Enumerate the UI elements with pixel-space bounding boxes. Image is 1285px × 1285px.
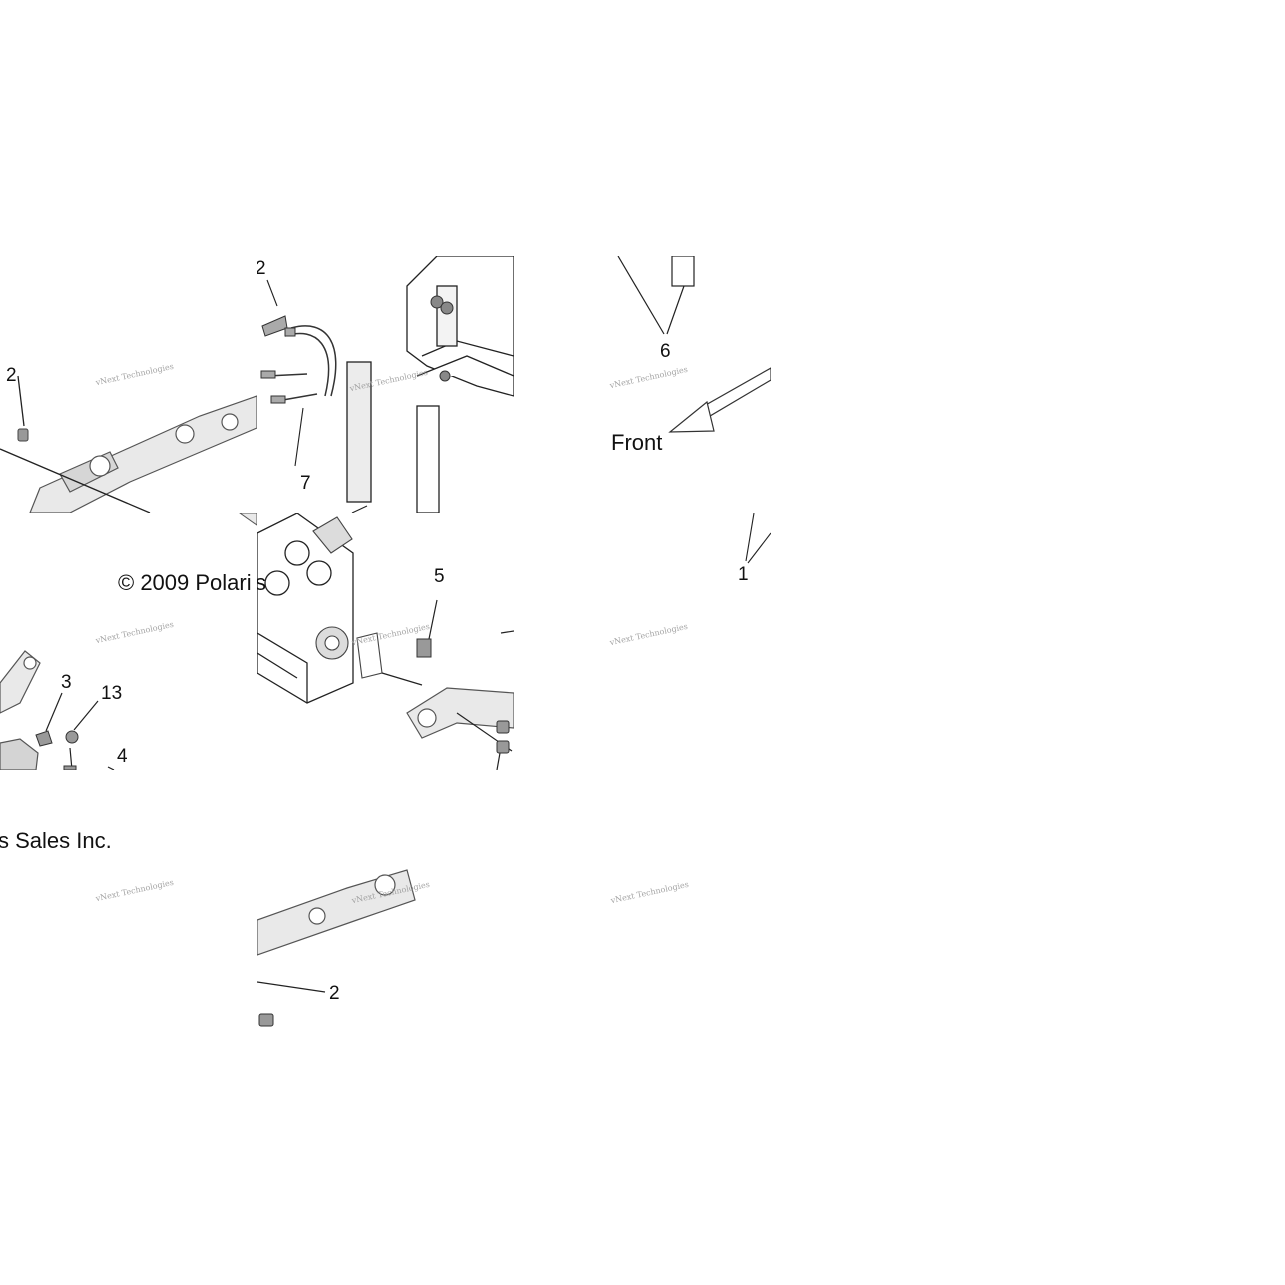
battery-bracket-drawing [257,513,514,770]
copyright-left: © 2009 Polari [118,570,252,595]
watermark-bottom-right: vNext Technologies [609,879,690,906]
tile-top-middle: 2 7 vNext Technologies [257,256,514,513]
front-arrow-drawing [617,256,771,433]
rail-bottom-drawing [257,869,416,1027]
callout-3: 3 [61,672,72,693]
watermark-bottom-left: vNext Technologies [94,877,175,904]
tile-top-right: 6 Front vNext Technologies [514,256,771,513]
tile-middle-right: 1 vNext Technologies [514,513,771,770]
tile-top-left: 2 vNext Technologies [0,256,257,513]
leader-lines-drawing [745,513,771,564]
frame-rail-drawing [0,375,257,513]
tile-bottom-center: 2 vNext Technologies [257,770,514,1027]
callout-2-bottom: 2 [329,983,340,1004]
rail-end-drawing [0,513,257,770]
callout-5: 5 [434,566,445,587]
callout-1: 1 [738,564,749,585]
tile-center: s 5 vNext Technologies [257,513,514,770]
callout-2-left: 2 [6,365,17,386]
callout-13: 13 [101,683,123,704]
tile-bottom-right: vNext Technologies [514,770,771,1027]
callout-2-top: 2 [257,258,266,279]
callout-6: 6 [660,341,671,362]
callout-4: 4 [117,746,128,767]
copyright-right-partial: s [257,570,266,595]
tile-middle-left: © 2009 Polari 3 13 4 vNext Technologies [0,513,257,770]
tile-bottom-left: s Sales Inc. vNext Technologies [0,770,257,1027]
copyright-bottom: s Sales Inc. [0,828,112,853]
front-direction-label: Front [611,430,663,455]
battery-box-drawing [260,256,514,513]
callout-7: 7 [300,473,311,494]
